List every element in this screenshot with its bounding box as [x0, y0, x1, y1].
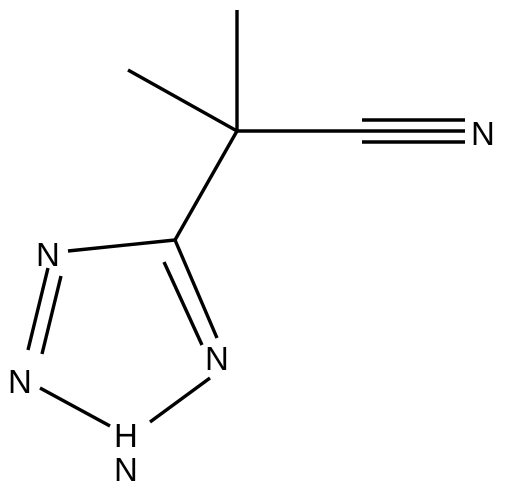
bond-n4-n3-inner	[40, 275, 63, 355]
bond-n1-c5-inner	[162, 261, 204, 346]
atom-label-nitrile-n: N	[471, 115, 495, 152]
bond-c5-n4	[67, 238, 176, 253]
bond-n3-n2	[39, 386, 111, 428]
bond-n2-n1	[148, 376, 212, 424]
atom-label-n2-nitrogen: N	[114, 451, 138, 488]
atom-label-n1: N	[205, 340, 229, 377]
bond-methyl-left	[127, 68, 238, 133]
bond-n1-c5-outer	[173, 239, 219, 339]
atom-label-n4: N	[36, 236, 60, 273]
tetrazole-ring	[26, 238, 219, 428]
atom-label-n3: N	[8, 363, 32, 400]
bond-c-to-tetrazole	[173, 130, 239, 241]
bond-n4-n3-outer	[26, 267, 50, 351]
nitrile-triple-bond	[362, 118, 465, 144]
atom-label-n2-hydrogen: H	[114, 417, 138, 454]
